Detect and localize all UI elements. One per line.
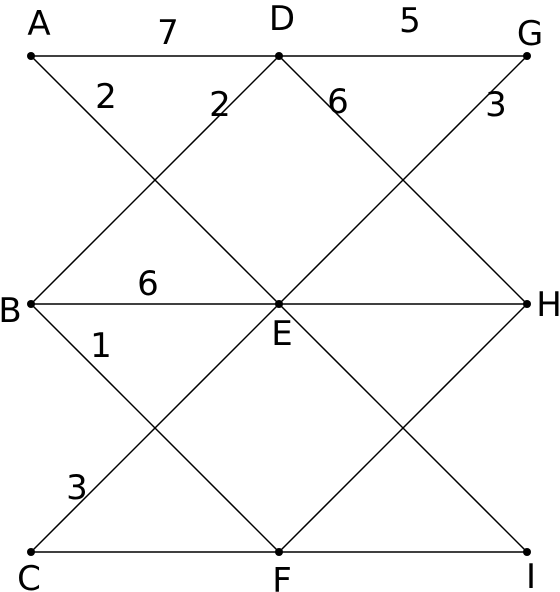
node-label-g: G [517,14,543,54]
node-b [27,300,35,308]
edge-d-b [30,55,280,305]
node-label-b: B [0,291,22,331]
edge-g-e [278,55,528,305]
node-label-a: A [27,4,50,44]
nodes-layer [27,52,531,556]
edge-weight-a-d: 7 [157,13,179,53]
edge-weight-e-c: 3 [66,468,88,508]
edge-weight-d-b: 2 [209,85,231,125]
node-a [27,52,35,60]
node-label-e: E [271,314,292,354]
node-c [27,548,35,556]
edge-weight-d-h: 6 [327,82,349,122]
node-g [523,52,531,60]
node-i [523,548,531,556]
node-h [523,300,531,308]
node-label-f: F [272,561,292,592]
edge-weight-g-e: 3 [485,85,507,125]
node-label-c: C [17,559,41,592]
edge-e-c [30,303,280,553]
edge-weight-d-g: 5 [399,1,421,41]
node-label-i: I [526,557,536,592]
node-e [275,300,283,308]
edge-h-f [278,303,528,553]
node-label-d: D [269,0,295,39]
node-f [275,548,283,556]
edge-weight-b-f: 1 [90,326,112,366]
node-label-h: H [536,285,560,325]
edge-weight-a-e: 2 [95,77,117,117]
edge-weight-b-e: 6 [137,264,159,304]
edges-layer [30,55,528,553]
node-d [275,52,283,60]
